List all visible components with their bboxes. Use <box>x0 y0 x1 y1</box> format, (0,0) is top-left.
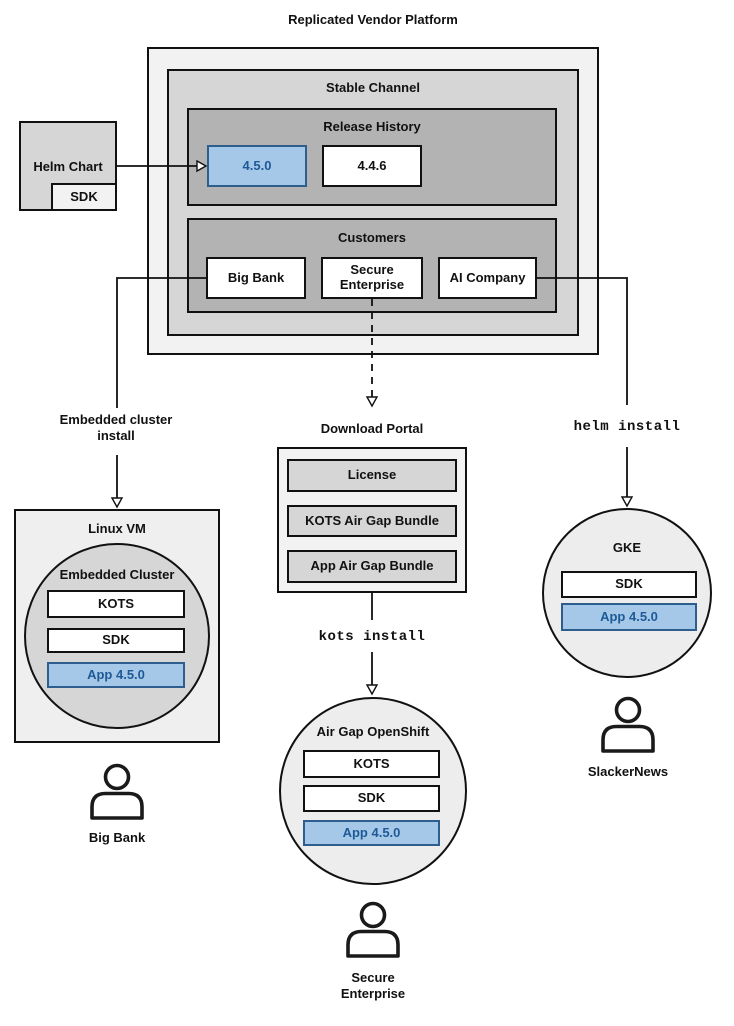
kots-install-label: kots install <box>318 629 426 645</box>
helm-chart-label: Helm Chart <box>33 159 103 174</box>
customer-secure-enterprise-box: Secure Enterprise <box>321 257 423 299</box>
gke-sdk-label: SDK <box>615 576 643 592</box>
customer-secure-enterprise-label: Secure Enterprise <box>339 262 405 292</box>
secure-enterprise-user-icon <box>346 901 400 958</box>
arrowhead-down-icon <box>110 497 124 509</box>
embedded-cluster-install-label: Embedded cluster install <box>59 412 173 443</box>
embedded-cluster-label: Embedded Cluster <box>59 567 175 582</box>
user-big-bank-label: Big Bank <box>88 830 146 845</box>
arrowhead-down-icon <box>365 396 379 408</box>
release-4-4-6-label: 4.4.6 <box>357 157 387 173</box>
license-label: License <box>347 467 397 483</box>
gke-app-label: App 4.5.0 <box>600 608 658 624</box>
linux-vm-app-label: App 4.5.0 <box>87 666 145 682</box>
user-slackernews-label: SlackerNews <box>587 764 669 779</box>
airgap-kots-label: KOTS <box>353 755 390 771</box>
stable-channel-label: Stable Channel <box>326 80 420 95</box>
customers-label: Customers <box>338 230 406 245</box>
linux-vm-sdk-label: SDK <box>102 632 130 648</box>
license-box: License <box>287 459 457 492</box>
arrowhead-down-icon <box>620 496 634 508</box>
helm-install-label: helm install <box>573 419 681 435</box>
app-airgap-bundle-label: App Air Gap Bundle <box>310 558 434 574</box>
airgap-openshift-label: Air Gap OpenShift <box>316 724 430 739</box>
linux-vm-kots-label: KOTS <box>97 595 135 611</box>
release-4-5-0-box: 4.5.0 <box>207 145 307 187</box>
kots-airgap-bundle-box: KOTS Air Gap Bundle <box>287 505 457 537</box>
linux-vm-kots-box: KOTS <box>47 590 185 618</box>
diagram-title: Replicated Vendor Platform <box>288 12 458 27</box>
release-4-4-6-box: 4.4.6 <box>322 145 422 187</box>
airgap-sdk-box: SDK <box>303 785 440 812</box>
gke-label: GKE <box>612 540 642 555</box>
release-4-5-0-label: 4.5.0 <box>242 157 272 173</box>
slackernews-user-icon <box>601 696 655 753</box>
customer-ai-company-label: AI Company <box>449 269 526 285</box>
release-history-label: Release History <box>323 119 421 134</box>
big-bank-user-icon <box>90 763 144 820</box>
airgap-app-box: App 4.5.0 <box>303 820 440 846</box>
customer-big-bank-box: Big Bank <box>206 257 306 299</box>
airgap-app-label: App 4.5.0 <box>342 824 401 840</box>
linux-vm-app-box: App 4.5.0 <box>47 662 185 688</box>
linux-vm-sdk-box: SDK <box>47 628 185 653</box>
helm-chart-sdk-box: SDK <box>51 183 117 211</box>
download-portal-label: Download Portal <box>320 421 424 436</box>
customer-big-bank-label: Big Bank <box>227 269 285 285</box>
user-secure-enterprise-label: Secure Enterprise <box>340 970 406 1001</box>
gke-sdk-box: SDK <box>561 571 697 598</box>
airgap-sdk-label: SDK <box>357 790 386 806</box>
kots-airgap-bundle-label: KOTS Air Gap Bundle <box>305 512 439 528</box>
airgap-kots-box: KOTS <box>303 750 440 778</box>
linux-vm-label: Linux VM <box>88 521 146 536</box>
helm-chart-sdk-label: SDK <box>70 188 98 204</box>
customer-ai-company-box: AI Company <box>438 257 537 299</box>
arrowhead-down-icon <box>365 684 379 696</box>
gke-app-box: App 4.5.0 <box>561 603 697 631</box>
app-airgap-bundle-box: App Air Gap Bundle <box>287 550 457 583</box>
